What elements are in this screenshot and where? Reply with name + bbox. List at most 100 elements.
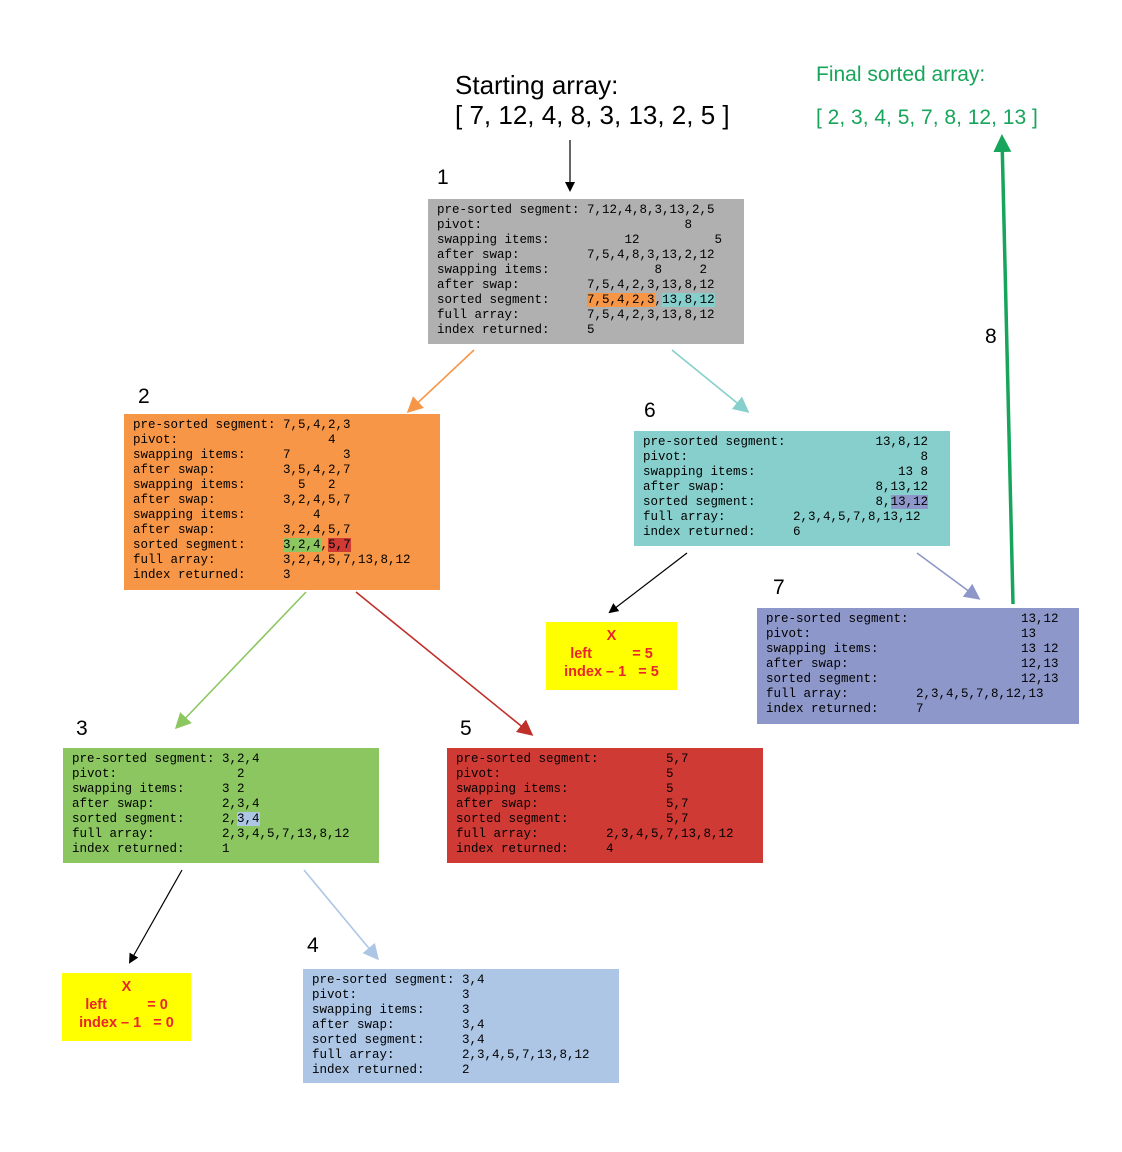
box-row: full array: 2,3,4,5,7,8,12,13 [766, 687, 1070, 702]
row-value: 7 3 [283, 448, 351, 462]
row-label: swapping items: [133, 508, 284, 522]
step-label-2: 2 [138, 385, 150, 408]
box-row: after swap: 3,2,4,5,7 [133, 523, 431, 538]
box-row: swapping items: 8 2 [437, 263, 735, 278]
row-value: 5,7 [606, 797, 689, 811]
box-row: full array: 2,3,4,5,7,8,13,12 [643, 510, 941, 525]
box-row: swapping items: 5 [456, 782, 754, 797]
row-label: swapping items: [312, 1003, 463, 1017]
row-value: 2 [462, 1063, 470, 1077]
box-row: index returned: 6 [643, 525, 941, 540]
row-value: 2,3,4 [222, 797, 260, 811]
row-value: 3 [462, 988, 470, 1002]
box-row: after swap: 3,5,4,2,7 [133, 463, 431, 478]
row-label: pre-sorted segment: [643, 435, 794, 449]
row-value: 3 [283, 568, 291, 582]
row-label: full array: [643, 510, 794, 524]
box-row: after swap: 3,4 [312, 1018, 610, 1033]
arrow-3-to-4 [303, 869, 379, 961]
row-label: sorted segment: [133, 538, 284, 552]
row-value: 8,13,12 [793, 480, 929, 494]
highlighted-segment: 5,7 [328, 538, 351, 552]
row-label: pivot: [133, 433, 284, 447]
row-label: after swap: [643, 480, 794, 494]
row-value: 3,4 [462, 1033, 485, 1047]
row-value: 4 [283, 433, 336, 447]
box-row: pre-sorted segment: 13,12 [766, 612, 1070, 627]
box-row: pivot: 3 [312, 988, 610, 1003]
box-row: full array: 2,3,4,5,7,13,8,12 [456, 827, 754, 842]
row-value: 2,3,4,5,7,13,8,12 [606, 827, 734, 841]
row-value: 12,13 [916, 657, 1059, 671]
box-row: swapping items: 5 2 [133, 478, 431, 493]
box-row: index returned: 2 [312, 1063, 610, 1078]
row-label: full array: [72, 827, 223, 841]
row-label: after swap: [312, 1018, 463, 1032]
box-row: full array: 7,5,4,2,3,13,8,12 [437, 308, 735, 323]
row-value: 3,2,4,5,7,13,8,12 [283, 553, 411, 567]
row-label: index returned: [312, 1063, 463, 1077]
base-case-index-row: index – 1 = 5 [564, 664, 659, 680]
row-value: 3,5,4,2,7 [283, 463, 351, 477]
row-label: swapping items: [643, 465, 794, 479]
arrow-2-to-5 [355, 591, 534, 736]
box-row: pre-sorted segment: 5,7 [456, 752, 754, 767]
row-label: index returned: [437, 323, 588, 337]
row-value: 3,4 [462, 973, 485, 987]
row-value: 3 [462, 1003, 470, 1017]
row-value: 12 5 [587, 233, 723, 247]
box-row: index returned: 1 [72, 842, 370, 857]
row-label: sorted segment: [312, 1033, 463, 1047]
row-label: sorted segment: [766, 672, 917, 686]
row-value: 8 2 [587, 263, 708, 277]
row-value: 7,5,4,2,3 [283, 418, 351, 432]
box-row: swapping items: 3 [312, 1003, 610, 1018]
box-row: pivot: 13 [766, 627, 1070, 642]
box-row: after swap: 3,2,4,5,7 [133, 493, 431, 508]
box-row: pivot: 2 [72, 767, 370, 782]
row-value: 2,3,4,5,7,13,8,12 [222, 827, 350, 841]
step-label-4: 4 [307, 934, 319, 957]
step-label-3: 3 [76, 717, 88, 740]
row-value: 12,13 [916, 672, 1059, 686]
row-value: 5,7 [606, 812, 689, 826]
row-value: 7,5,4,8,3,13,2,12 [587, 248, 715, 262]
row-label: after swap: [72, 797, 223, 811]
row-label: index returned: [766, 702, 917, 716]
box-row: pivot: 4 [133, 433, 431, 448]
arrow-1-to-2 [406, 349, 475, 414]
base-case-index-row: index – 1 = 0 [79, 1015, 174, 1031]
arrow-3-to-x [129, 869, 183, 964]
final-sorted-array-title: Final sorted array: [816, 63, 986, 86]
row-label: swapping items: [437, 263, 588, 277]
row-label: pre-sorted segment: [312, 973, 463, 987]
base-case-x-mark: X [121, 979, 132, 995]
box-row: after swap: 7,5,4,2,3,13,8,12 [437, 278, 735, 293]
box-row: sorted segment: 2,3,4 [72, 812, 370, 827]
step-label-1: 1 [437, 166, 449, 189]
step-label-8: 8 [985, 325, 997, 348]
row-value: 2,3,4,5,7,8,13,12 [793, 510, 921, 524]
box-row: index returned: 4 [456, 842, 754, 857]
row-value: 4 [283, 508, 321, 522]
row-value: 3,2,4,5,7 [283, 523, 351, 537]
row-label: full array: [437, 308, 588, 322]
row-label: pivot: [312, 988, 463, 1002]
row-label: pre-sorted segment: [72, 752, 223, 766]
base-case-left-row: left = 0 [85, 997, 168, 1013]
row-value: 6 [793, 525, 801, 539]
step-label-5: 5 [460, 717, 472, 740]
box-row: pivot: 8 [643, 450, 941, 465]
row-label: swapping items: [133, 448, 284, 462]
row-value: 5,7 [606, 752, 689, 766]
row-label: pivot: [456, 767, 607, 781]
row-label: after swap: [437, 278, 588, 292]
base-case-x-mark: X [606, 628, 617, 644]
row-value: 1 [222, 842, 230, 856]
step-label-6: 6 [644, 399, 656, 422]
row-value: 13,8,12 [793, 435, 929, 449]
row-value: 5 2 [283, 478, 336, 492]
row-value: 7,5,4,2,3,13,8,12 [587, 278, 715, 292]
